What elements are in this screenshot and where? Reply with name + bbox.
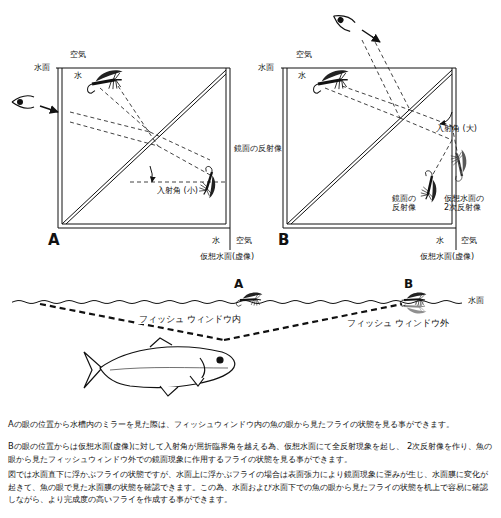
medium-label: 水 xyxy=(298,71,306,80)
view-arrow xyxy=(40,106,58,112)
view-arrow xyxy=(362,30,380,42)
surface-label: 水面 xyxy=(258,63,274,72)
medium-label: 空気 xyxy=(236,236,252,245)
medium-label: 水 xyxy=(212,236,220,245)
angle-arc xyxy=(440,112,452,124)
image-label: 仮想水面の 2次反射像 xyxy=(444,194,488,212)
medium-label: 空気 xyxy=(296,50,312,59)
fish xyxy=(84,338,235,396)
window-label: フィッシュ ウィンドウ内 xyxy=(138,314,242,324)
rays-a xyxy=(70,86,226,182)
note-paragraph: 図では水面直下に浮かぶフライの状態ですが、水面上に浮かぶフライの場合は表面張力に… xyxy=(8,468,494,506)
panel-letter: B xyxy=(278,232,289,249)
surface-label: 水面 xyxy=(468,296,484,305)
angle-label: 入射角 (小) xyxy=(156,186,199,195)
medium-label: 空気 xyxy=(70,50,86,59)
second-reflection-b xyxy=(448,149,471,182)
surface-label: 水面 xyxy=(34,63,50,72)
fly-b-surface xyxy=(400,293,426,307)
surface-label: 仮想水面(虚像) xyxy=(200,252,254,261)
medium-label: 水 xyxy=(436,236,444,245)
angle-arc xyxy=(150,166,152,182)
tank-a xyxy=(56,68,230,250)
image-label: 鏡面の反射像 xyxy=(234,144,282,153)
note-paragraph: Bの眼の位置からは仮想水面(虚像)に対して入射角が屈折臨界角を越える為、仮想水面… xyxy=(8,440,494,465)
reflection-a xyxy=(196,166,221,199)
fly-b xyxy=(311,69,351,94)
eye-a xyxy=(12,96,34,108)
position-letter: A xyxy=(234,278,243,292)
fly-a-surface xyxy=(236,293,262,307)
window-label: フィッシュ ウィンドウ外 xyxy=(346,318,450,328)
rays-b xyxy=(325,36,462,176)
medium-label: 空気 xyxy=(461,236,477,245)
position-letter: B xyxy=(404,278,413,292)
panel-letter: A xyxy=(48,232,60,249)
note-paragraph: Aの眼の位置から水槽内のミラーを見た際は、フィッシュウィンドウ内の魚の眼から見た… xyxy=(8,418,494,431)
image-label: 鏡面の 反射像 xyxy=(392,194,422,212)
tank-b xyxy=(281,68,456,250)
fly-b-mirror xyxy=(400,300,426,314)
fly-a xyxy=(85,69,125,94)
medium-label: 水 xyxy=(74,71,82,80)
angle-label: 入射角 (大) xyxy=(436,124,477,133)
reflection-b xyxy=(418,170,441,203)
eye-b xyxy=(330,11,355,33)
surface-label: 仮想水面(虚像) xyxy=(420,252,474,261)
